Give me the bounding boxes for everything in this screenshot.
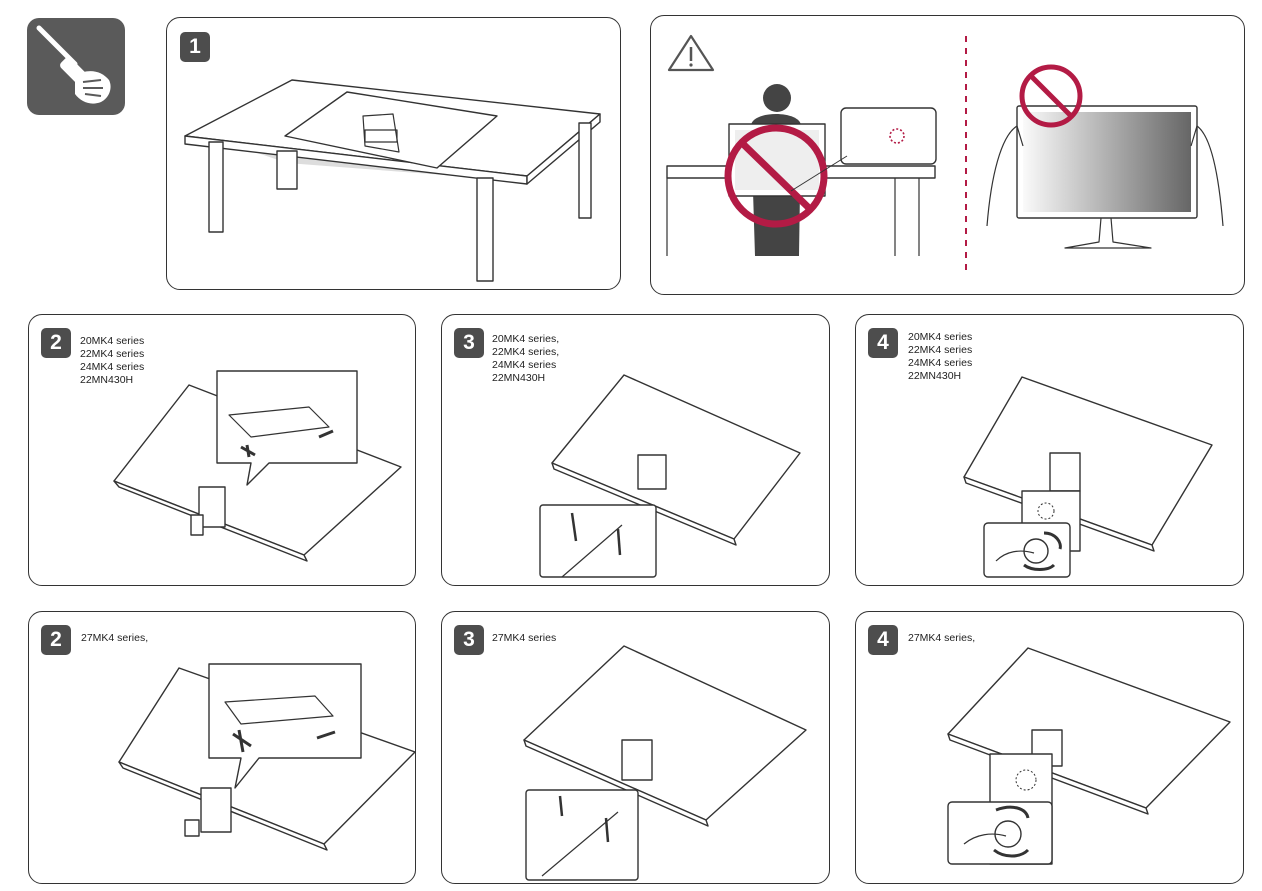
step-3-panel-small-models: 3 20MK4 series, 22MK4 series, 24MK4 seri… [441, 314, 830, 586]
model-list: 20MK4 series 22MK4 series 24MK4 series 2… [80, 335, 145, 386]
step-number: 4 [868, 328, 898, 358]
warning-triangle-icon [667, 34, 715, 72]
tighten-base-screw-illustration [947, 647, 1231, 865]
monitor-face-down-on-table-illustration [184, 79, 601, 282]
attach-stand-body-illustration [118, 663, 415, 851]
step-2-panel-small-models: 2 20MK4 series 22MK4 series 24MK4 series… [28, 314, 416, 586]
step-number: 3 [454, 625, 484, 655]
tighten-base-screw-illustration [963, 376, 1213, 578]
model-list: 27MK4 series, [908, 632, 976, 644]
step-3-panel-27-series: 3 27MK4 series [441, 611, 830, 884]
model-list: 20MK4 series 22MK4 series 24MK4 series 2… [908, 331, 973, 382]
fasten-screws-illustration [539, 374, 801, 578]
step-4-panel-small-models: 4 20MK4 series 22MK4 series 24MK4 series… [855, 314, 1244, 586]
step-number: 4 [868, 625, 898, 655]
warning-illustration [666, 34, 1224, 276]
model-list: 20MK4 series, 22MK4 series, 24MK4 series… [492, 333, 560, 384]
model-list: 27MK4 series, [81, 632, 149, 644]
step-number: 1 [180, 32, 210, 62]
step-number: 2 [41, 625, 71, 655]
model-list: 27MK4 series [492, 632, 557, 644]
step-number: 2 [41, 328, 71, 358]
screwdriver-hand-icon [27, 18, 125, 115]
step-number: 3 [454, 328, 484, 358]
step-2-panel-27-series: 2 27MK4 series, [28, 611, 416, 884]
step-4-panel-27-series: 4 27MK4 series, [855, 611, 1244, 884]
step-1-panel: 1 [166, 17, 621, 290]
prohibited-circle-icon [1019, 64, 1083, 128]
warning-panel [650, 15, 1245, 295]
attach-stand-body-illustration [113, 370, 402, 562]
fasten-screws-illustration [523, 645, 807, 881]
